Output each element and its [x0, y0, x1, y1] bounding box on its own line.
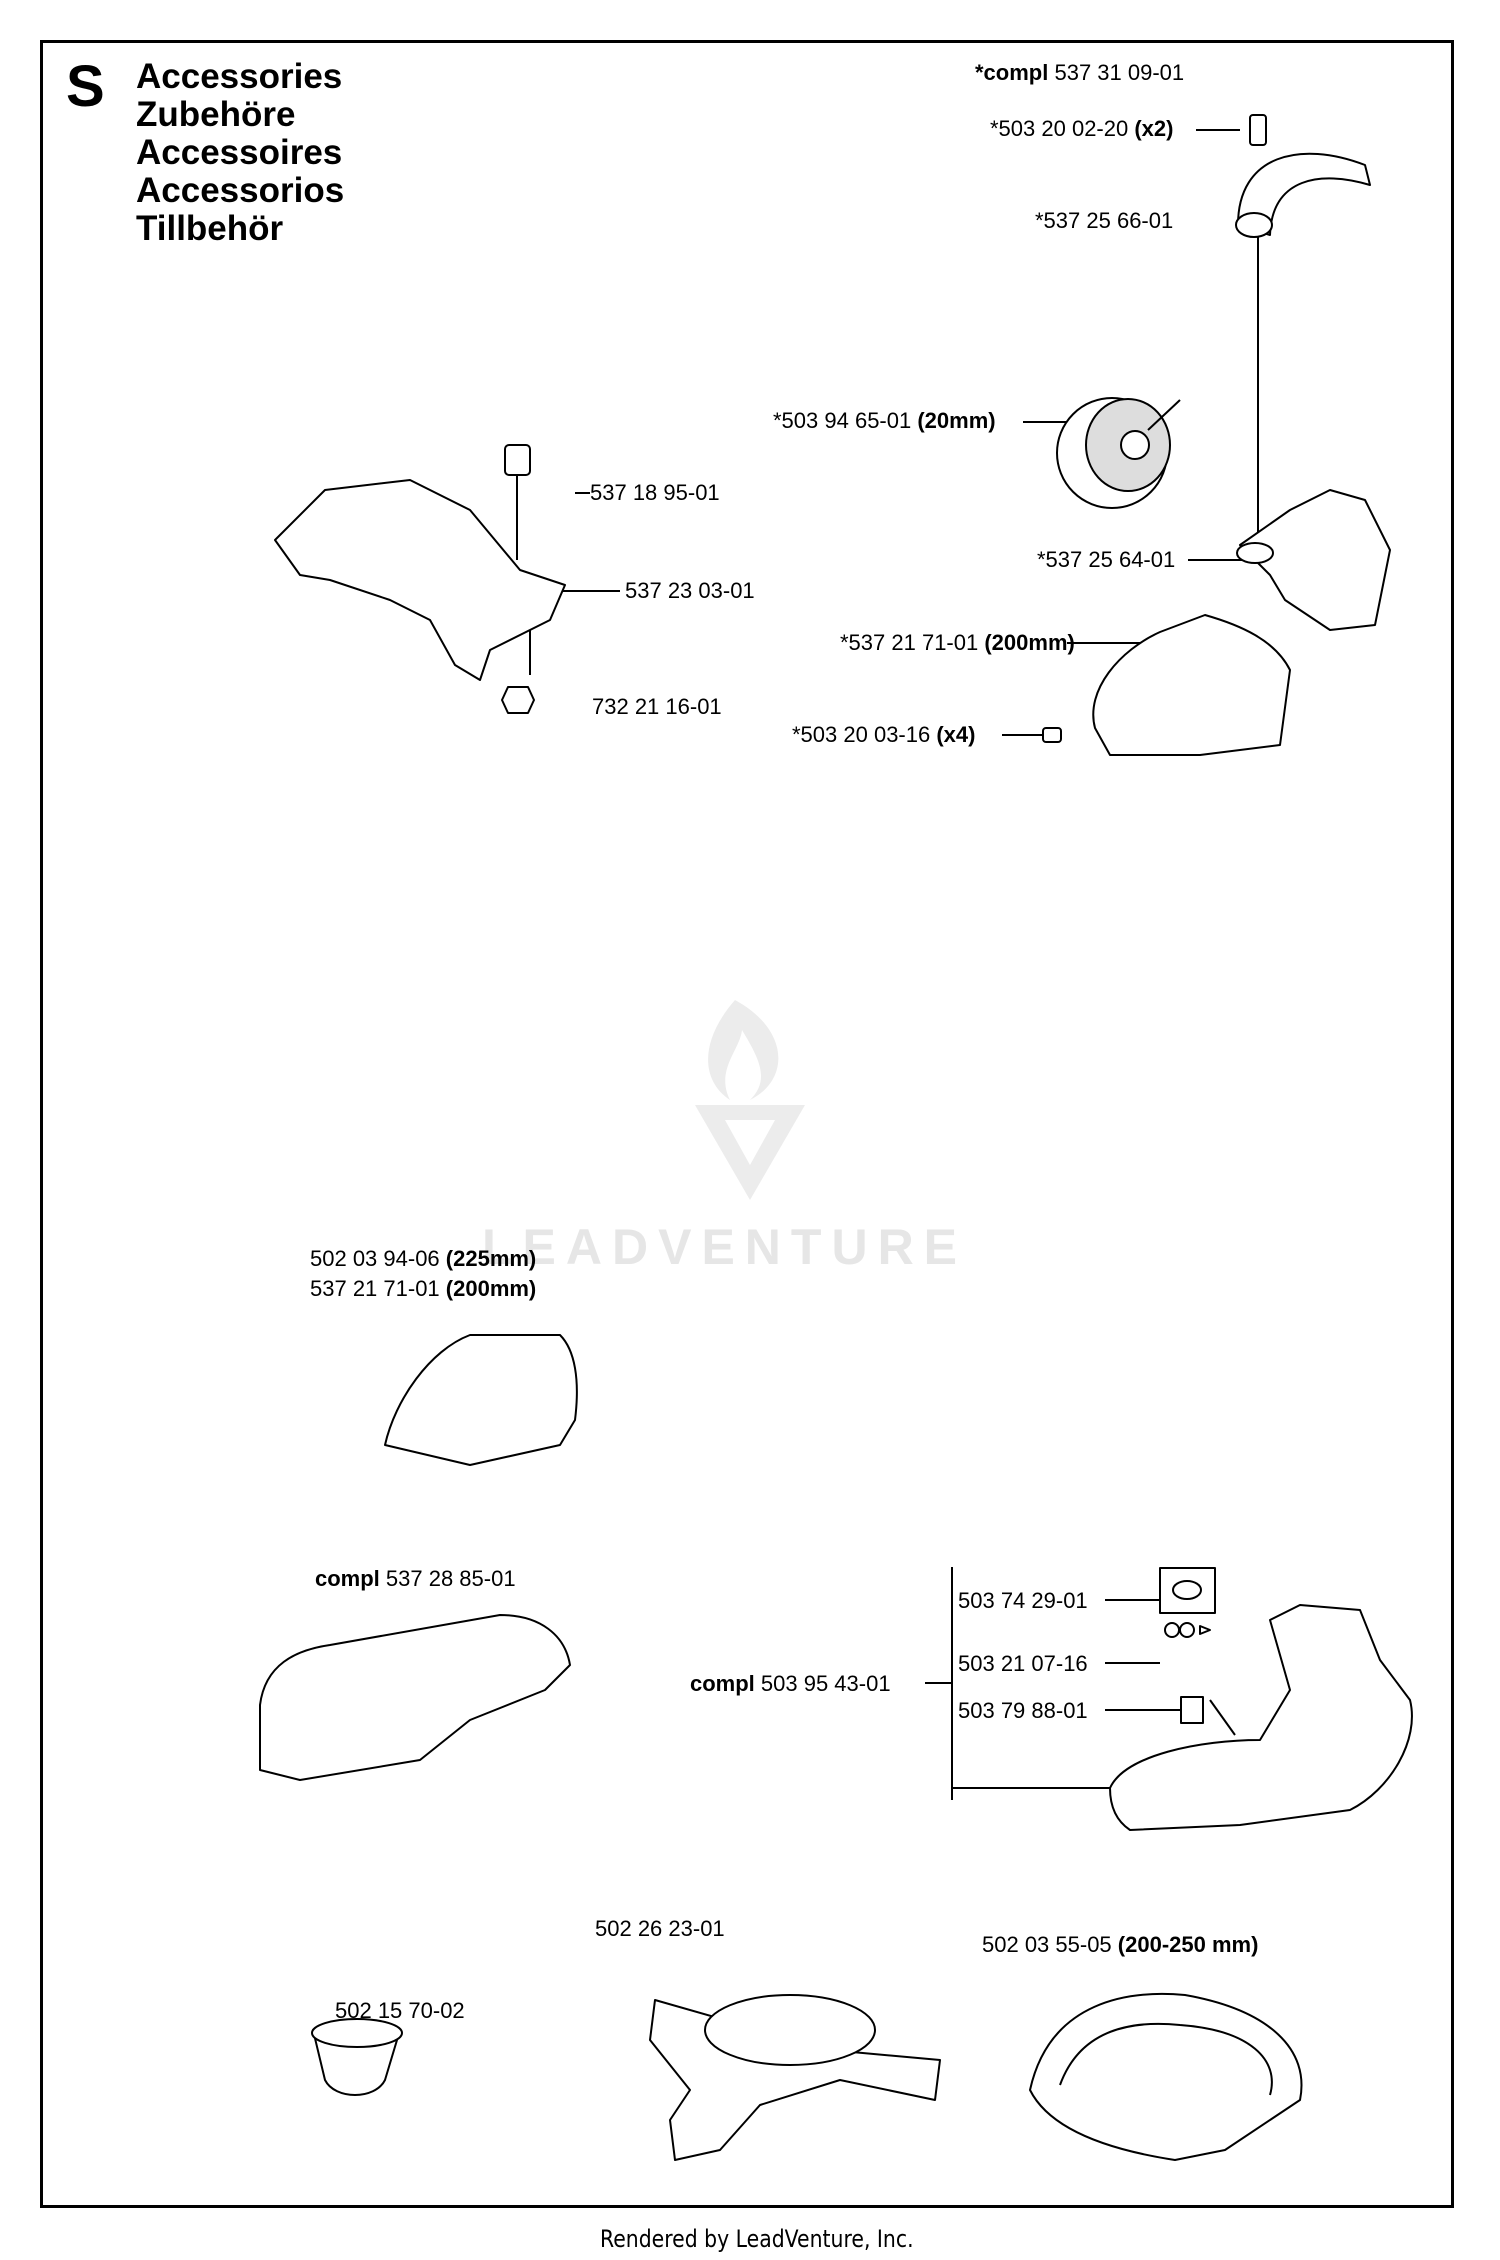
title-french: Accessoires — [136, 133, 343, 172]
part-label: 537 21 71-01 (200mm) — [310, 1276, 537, 1301]
section-titles: Accessories Zubehöre Accessoires Accesso… — [136, 58, 344, 248]
footer-credit: Rendered by LeadVenture, Inc. — [600, 2225, 914, 2253]
part-label: 503 74 29-01 — [958, 1588, 1088, 1613]
part-label: *537 21 71-01 (200mm) — [840, 630, 1075, 655]
part-label: 502 03 55-05 (200-250 mm) — [982, 1932, 1259, 1957]
diagram-frame — [40, 40, 1454, 2208]
section-letter: S — [66, 54, 105, 119]
top-right-assembly — [1042, 114, 1391, 756]
part-label: *compl 537 31 09-01 — [975, 60, 1185, 85]
title-spanish: Accessorios — [136, 171, 345, 210]
title-german: Zubehöre — [136, 95, 296, 134]
watermark-logo-icon — [695, 1000, 805, 1200]
part-label: *503 20 03-16 (x4) — [792, 722, 976, 747]
part-label: *503 20 02-20 (x2) — [990, 116, 1174, 141]
guard-compl-537-28-85-01 — [259, 1614, 571, 1781]
guard-compl-503-95-43-01 — [1109, 1567, 1413, 1831]
mid-left-assembly — [274, 444, 566, 714]
part-label: 502 26 23-01 — [595, 1916, 725, 1941]
part-label: *537 25 64-01 — [1037, 547, 1176, 572]
part-label: 503 79 88-01 — [958, 1698, 1088, 1723]
part-label: *503 94 65-01 (20mm) — [773, 408, 996, 433]
watermark-text: LEADVENTURE — [482, 1219, 968, 1275]
title-swedish: Tillbehör — [136, 209, 284, 248]
part-label: compl 537 28 85-01 — [315, 1566, 516, 1591]
part-label: compl 503 95 43-01 — [690, 1671, 891, 1696]
leader-lines — [529, 129, 1259, 1800]
guard-200mm — [384, 1334, 578, 1466]
part-label: 537 23 03-01 — [625, 578, 755, 603]
part-label: 502 03 94-06 (225mm) — [310, 1246, 537, 1271]
title-english: Accessories — [136, 57, 343, 96]
bottom-parts — [311, 1992, 1303, 2161]
part-label: 503 21 07-16 — [958, 1651, 1088, 1676]
part-label: *537 25 66-01 — [1035, 208, 1174, 233]
part-label: 537 18 95-01 — [590, 480, 720, 505]
part-label: 502 15 70-02 — [335, 1998, 465, 2023]
part-label: 732 21 16-01 — [592, 694, 722, 719]
